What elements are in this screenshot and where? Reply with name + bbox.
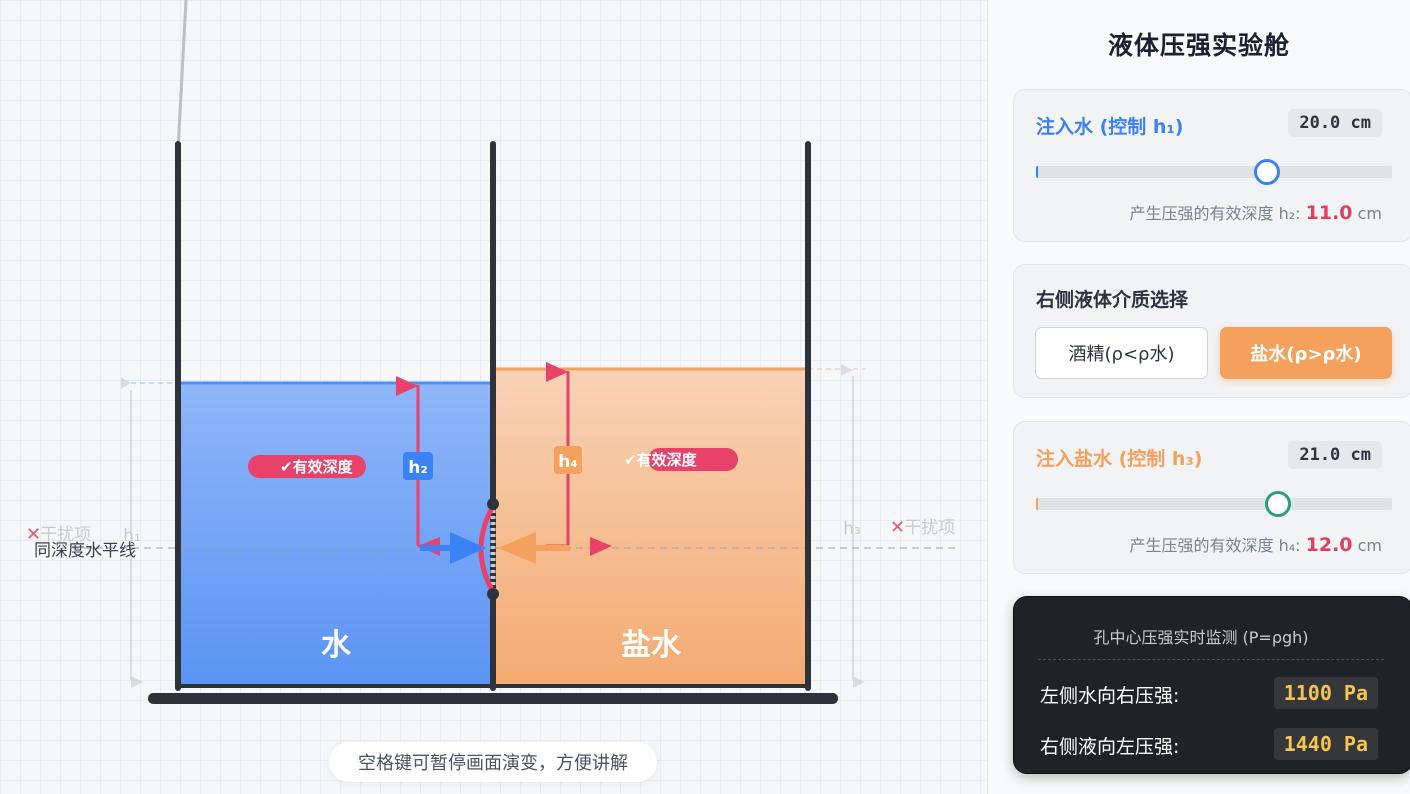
h4-label: h₄ <box>558 452 578 472</box>
tank-base <box>148 693 838 704</box>
medium-card-title: 右侧液体介质选择 <box>1036 289 1189 311</box>
water-depth-value: 11.0 <box>1305 202 1353 224</box>
water-label: 水 <box>321 628 352 663</box>
brine-value-readout: 21.0 cm <box>1288 441 1382 469</box>
brine-depth-label: 产生压强的有效深度 h₄: <box>1129 536 1306 555</box>
effective-depth-left-text: ✔有效深度 <box>280 458 354 476</box>
distractor-right-label: ✕干扰项 <box>890 518 955 538</box>
brine-slider-fill <box>1036 498 1038 510</box>
medium-select-card: 右侧液体介质选择 酒精(ρ<ρ水) 盐水(ρ>ρ水) <box>1013 264 1410 398</box>
brine-pressure-arrow-icon <box>498 532 570 564</box>
right-pressure-label: 右侧液向左压强: <box>1040 736 1180 758</box>
monitor-separator <box>1038 659 1384 660</box>
brine-card-title: 注入盐水 (控制 h₃) <box>1036 448 1203 470</box>
brine-option-button[interactable]: 盐水(ρ>ρ水) <box>1220 327 1392 379</box>
left-pressure-label: 左侧水向右压强: <box>1040 685 1180 707</box>
pressure-monitor: 孔中心压强实时监测 (P=ρgh) 左侧水向右压强: 1100 Pa 右侧液向左… <box>1013 596 1410 774</box>
effective-depth-left-badge <box>248 455 366 478</box>
effective-depth-right-text: ✔有效深度 <box>624 451 698 469</box>
h2-measure <box>396 376 440 556</box>
h1-label: h₁ <box>123 526 141 546</box>
water-value-readout: 20.0 cm <box>1288 109 1382 137</box>
brine-slider[interactable] <box>1036 491 1392 517</box>
water-slider-knob[interactable] <box>1254 159 1281 185</box>
same-depth-label: 同深度水平线 <box>34 541 136 561</box>
tank-diagram: h₁ h₃ ✕干扰项 ✕干扰项 ✕ ✕ 同深度水平线 <box>26 0 960 704</box>
brine-effective-depth: 产生压强的有效深度 h₄: 12.0 cm <box>1130 532 1382 556</box>
brine-body <box>494 368 806 685</box>
h4-measure <box>546 362 612 556</box>
water-depth-unit: cm <box>1352 204 1382 223</box>
left-pressure-value: 1100 Pa <box>1273 677 1378 709</box>
brine-control-card: 注入盐水 (控制 h₃) 21.0 cm 产生压强的有效深度 h₄: 12.0 … <box>1013 421 1410 574</box>
x-mark-right-icon: ✕ <box>890 517 905 538</box>
water-depth-label: 产生压强的有效深度 h₂: <box>1129 204 1306 223</box>
h3-label: h₃ <box>843 519 861 539</box>
brine-label: 盐水 <box>621 628 682 663</box>
pause-hint: 空格键可暂停画面演变，方便讲解 <box>329 742 657 782</box>
panel-divider <box>987 0 988 794</box>
water-body <box>180 383 492 685</box>
water-card-title: 注入水 (控制 h₁) <box>1036 116 1184 138</box>
control-panel: 液体压强实验舱 注入水 (控制 h₁) 20.0 cm 产生压强的有效深度 h₂… <box>988 0 1410 794</box>
water-slider[interactable] <box>1036 159 1392 185</box>
alcohol-option-button[interactable]: 酒精(ρ<ρ水) <box>1035 327 1208 379</box>
monitor-title: 孔中心压强实时监测 (P=ρgh) <box>1093 628 1309 647</box>
experiment-stage: h₁ h₃ ✕干扰项 ✕干扰项 ✕ ✕ 同深度水平线 <box>0 0 988 794</box>
water-slider-fill <box>1036 166 1038 178</box>
brine-depth-unit: cm <box>1352 536 1382 555</box>
brine-depth-value: 12.0 <box>1305 534 1353 556</box>
distractor-left-label: ✕干扰项 <box>26 525 91 545</box>
panel-title: 液体压强实验舱 <box>1107 31 1290 60</box>
h2-label: h₂ <box>408 458 428 478</box>
distractor-measures <box>121 364 866 688</box>
right-pressure-value: 1440 Pa <box>1273 728 1378 760</box>
brine-slider-knob[interactable] <box>1265 491 1292 517</box>
water-pressure-arrow-icon <box>420 532 486 564</box>
x-mark-left-icon: ✕ <box>26 524 41 545</box>
hanging-rod <box>176 0 188 151</box>
effective-depth-right-badge <box>648 448 738 471</box>
water-control-card: 注入水 (控制 h₁) 20.0 cm 产生压强的有效深度 h₂: 11.0 c… <box>1013 89 1410 242</box>
container-walls <box>175 141 811 691</box>
water-effective-depth: 产生压强的有效深度 h₂: 11.0 cm <box>1130 200 1382 224</box>
